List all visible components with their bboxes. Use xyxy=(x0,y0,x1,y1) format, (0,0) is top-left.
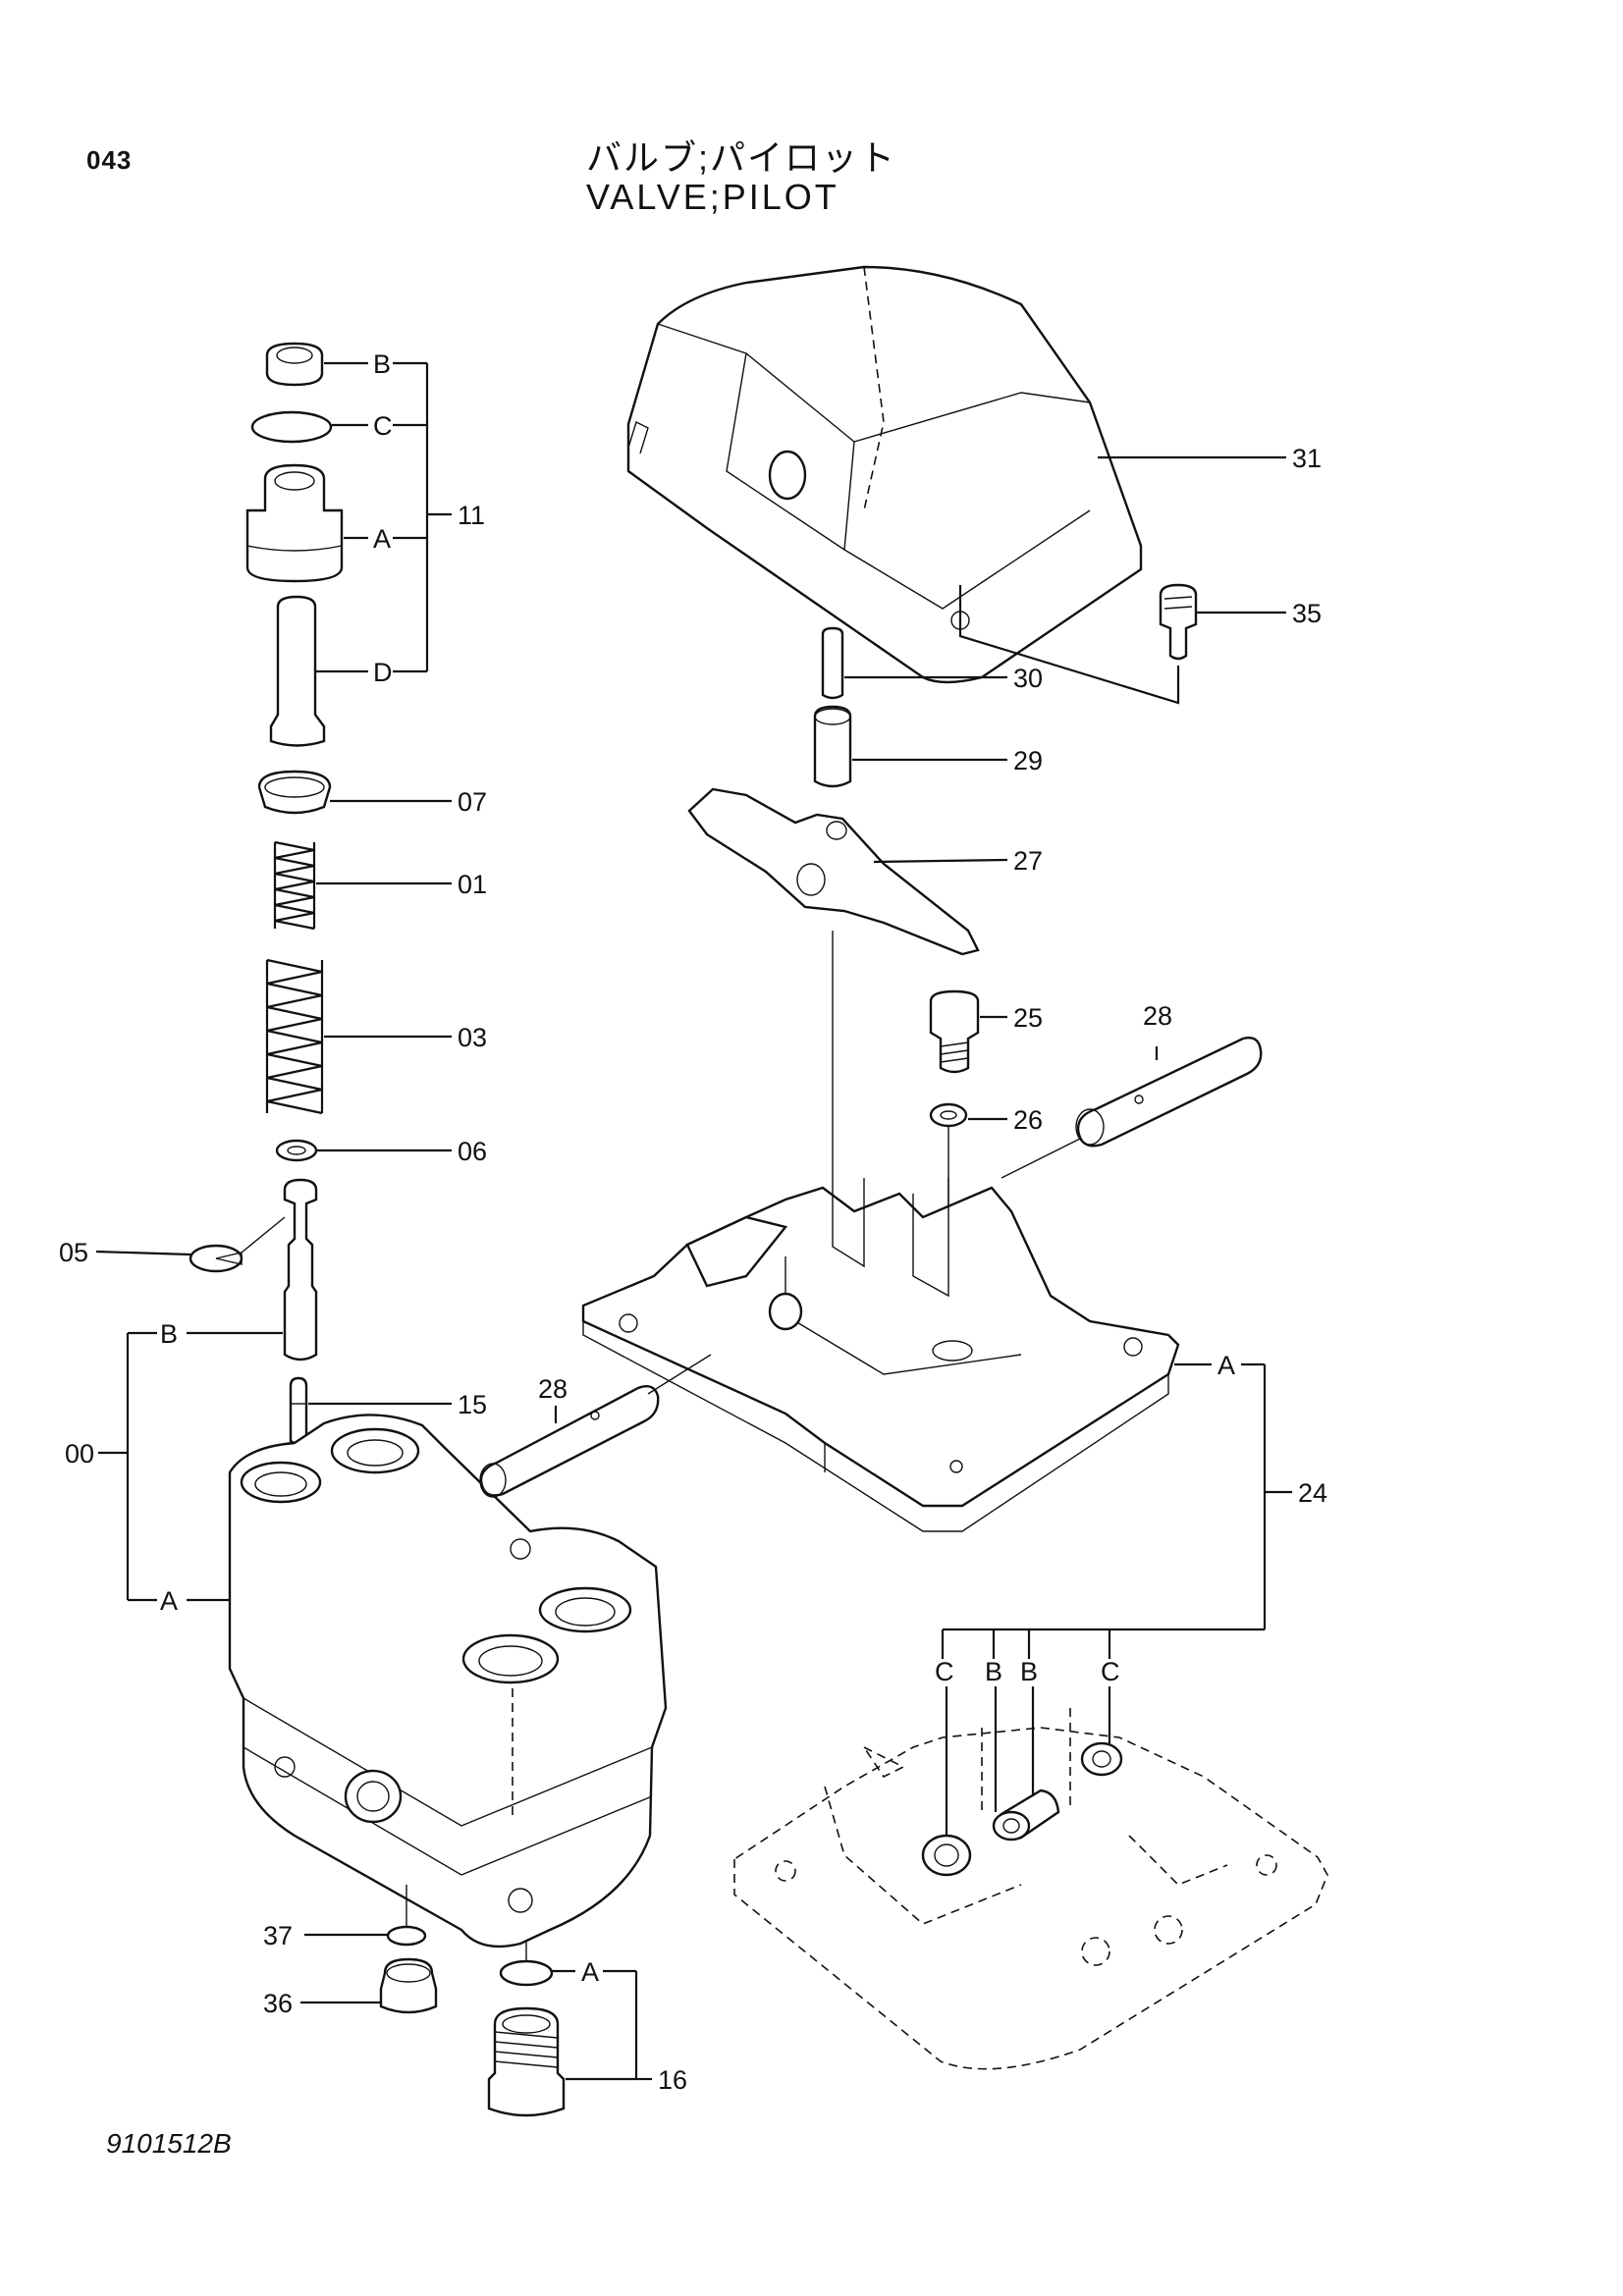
part-24-c-port-right xyxy=(1080,1741,1123,1777)
callout-35: 35 xyxy=(1292,599,1322,628)
part-15-pin xyxy=(289,1376,308,1446)
part-05-clip xyxy=(189,1216,286,1273)
part-36-plug xyxy=(379,1957,438,2014)
callout-05: 05 xyxy=(59,1238,88,1267)
part-24-b-port-pair xyxy=(992,1789,1060,1842)
part-00-a-valve-body xyxy=(228,1414,668,1949)
callout-30: 30 xyxy=(1013,664,1043,693)
part-06-washer xyxy=(275,1139,318,1162)
callout-24: 24 xyxy=(1298,1478,1327,1508)
callout-06: 06 xyxy=(458,1137,487,1166)
part-24-a-housing xyxy=(581,1178,1180,1532)
sub-label-a: A xyxy=(581,1957,599,1987)
callout-27: 27 xyxy=(1013,846,1043,876)
part-11-a-bushing xyxy=(245,463,344,583)
sub-label-c: C xyxy=(935,1657,954,1686)
title-japanese: バルブ;パイロット xyxy=(586,137,897,178)
drawing-number: 9101512B xyxy=(106,2128,232,2159)
callout-28-upper: 28 xyxy=(1143,1001,1172,1031)
bolt-35-leader xyxy=(958,585,1180,705)
part-01-spring xyxy=(273,840,316,931)
sub-label-c: C xyxy=(373,411,393,441)
page-number: 043 xyxy=(86,145,133,175)
sub-label-b: B xyxy=(1020,1657,1038,1686)
part-31-cover xyxy=(626,265,1143,684)
sub-label-a: A xyxy=(1217,1351,1235,1380)
part-29-pin xyxy=(813,705,852,788)
sub-label-b: B xyxy=(160,1319,178,1349)
callout-16-bracket xyxy=(552,1969,652,2081)
part-11-c-oring xyxy=(250,410,333,444)
part-07-seat xyxy=(257,770,332,815)
part-25-bolt xyxy=(929,989,980,1074)
sub-label-a: A xyxy=(160,1586,178,1616)
callout-11: 11 xyxy=(458,501,485,530)
part-26-clip xyxy=(929,1102,968,1128)
part-24-base-plate xyxy=(733,1708,1328,2070)
callout-07: 07 xyxy=(458,787,487,817)
sub-label-c: C xyxy=(1101,1657,1120,1686)
part-16-a-oring xyxy=(499,1959,554,1987)
callout-37: 37 xyxy=(263,1921,293,1950)
callout-29: 29 xyxy=(1013,746,1043,775)
sub-label-a: A xyxy=(373,524,391,554)
sub-label-b: B xyxy=(985,1657,1002,1686)
part-24-c-port-left xyxy=(921,1834,972,1877)
part-28-lower-pin xyxy=(479,1385,660,1498)
callout-00: 00 xyxy=(65,1439,94,1468)
callout-24-bracket xyxy=(941,1362,1292,1836)
callout-26: 26 xyxy=(1013,1105,1043,1135)
callout-00-bracket xyxy=(98,1331,283,1602)
callout-28-lower: 28 xyxy=(538,1374,568,1404)
part-03-spring xyxy=(265,958,324,1115)
callout-16: 16 xyxy=(658,2065,687,2095)
part-27-lever xyxy=(687,787,980,956)
part-30-pin xyxy=(821,626,844,700)
part-11-b-cap xyxy=(265,342,324,387)
part-37-oring xyxy=(386,1925,427,1947)
part-35-bolt xyxy=(1159,583,1198,661)
part-28-upper-pin xyxy=(1075,1037,1263,1148)
part-00-b-spool xyxy=(283,1178,318,1362)
title-english: VALVE;PILOT xyxy=(586,177,839,217)
callout-15: 15 xyxy=(458,1390,487,1419)
callout-01: 01 xyxy=(458,870,487,899)
callout-36: 36 xyxy=(263,1989,293,2018)
callout-03: 03 xyxy=(458,1023,487,1052)
part-16-fitting xyxy=(487,2006,566,2117)
callout-25: 25 xyxy=(1013,1003,1043,1033)
sub-label-b: B xyxy=(373,349,391,379)
callout-11-bracket xyxy=(316,361,452,673)
sub-label-d: D xyxy=(373,658,393,687)
callout-31: 31 xyxy=(1292,444,1322,473)
part-11-d-plunger xyxy=(269,595,326,747)
